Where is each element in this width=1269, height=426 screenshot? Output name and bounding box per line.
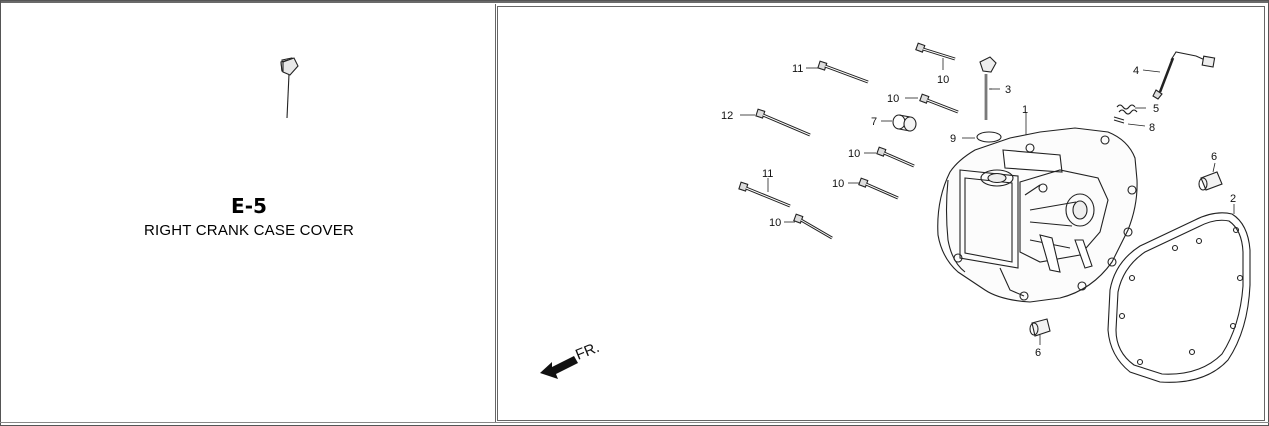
dowel-pin-upper [1198, 171, 1223, 191]
bolt-11-top [817, 60, 869, 84]
callout-10: 10 [937, 74, 949, 86]
callout-8: 8 [1149, 122, 1155, 134]
bolt-12 [755, 108, 811, 137]
dowel-pin-lower [1029, 318, 1051, 337]
callout-4: 4 [1133, 65, 1139, 77]
callout-11: 11 [792, 63, 803, 75]
callout-labels: 11 10 3 10 1 12 7 9 10 10 11 10 4 5 8 6 … [721, 63, 1236, 359]
callout-5: 5 [1153, 103, 1159, 115]
callout-7: 7 [871, 116, 877, 128]
section-title: RIGHT CRANK CASE COVER [144, 222, 354, 239]
bolt-10-top [915, 42, 956, 61]
callout-12: 12 [721, 110, 733, 122]
bolt-10-lower [858, 177, 899, 200]
bolt-10-bottom [793, 213, 833, 240]
bolt-10-center [876, 146, 915, 168]
callout-9: 9 [950, 133, 956, 145]
callout-11: 11 [762, 168, 773, 180]
bolt-11-lower [738, 181, 791, 208]
dipstick-cap [282, 57, 299, 76]
bottom-border [0, 422, 1269, 423]
section-code: E-5 [231, 194, 267, 218]
callout-10: 10 [769, 217, 781, 229]
diagram-panel [497, 6, 1265, 421]
dipstick-assembly [979, 56, 997, 120]
bolt-10-mid [919, 93, 959, 114]
collar [892, 114, 917, 132]
front-direction-arrow-icon [540, 356, 578, 379]
callout-3: 3 [1005, 84, 1011, 96]
spring [1116, 104, 1138, 115]
callout-1: 1 [1022, 104, 1028, 116]
callout-10: 10 [848, 148, 860, 160]
callout-6: 6 [1035, 347, 1041, 359]
section-header-panel: E-5 RIGHT CRANK CASE COVER [2, 4, 496, 422]
gasket [1107, 212, 1251, 383]
sensor-cable [1152, 51, 1216, 100]
crank-case-cover [937, 127, 1138, 303]
leader-lines [740, 58, 1235, 345]
front-label: FR. [573, 339, 602, 364]
pin [1113, 116, 1125, 124]
callout-10: 10 [832, 178, 844, 190]
callout-2: 2 [1230, 193, 1236, 205]
callout-6: 6 [1211, 151, 1217, 163]
o-ring [976, 131, 1002, 143]
top-border [0, 0, 1269, 3]
callout-10: 10 [887, 93, 899, 105]
